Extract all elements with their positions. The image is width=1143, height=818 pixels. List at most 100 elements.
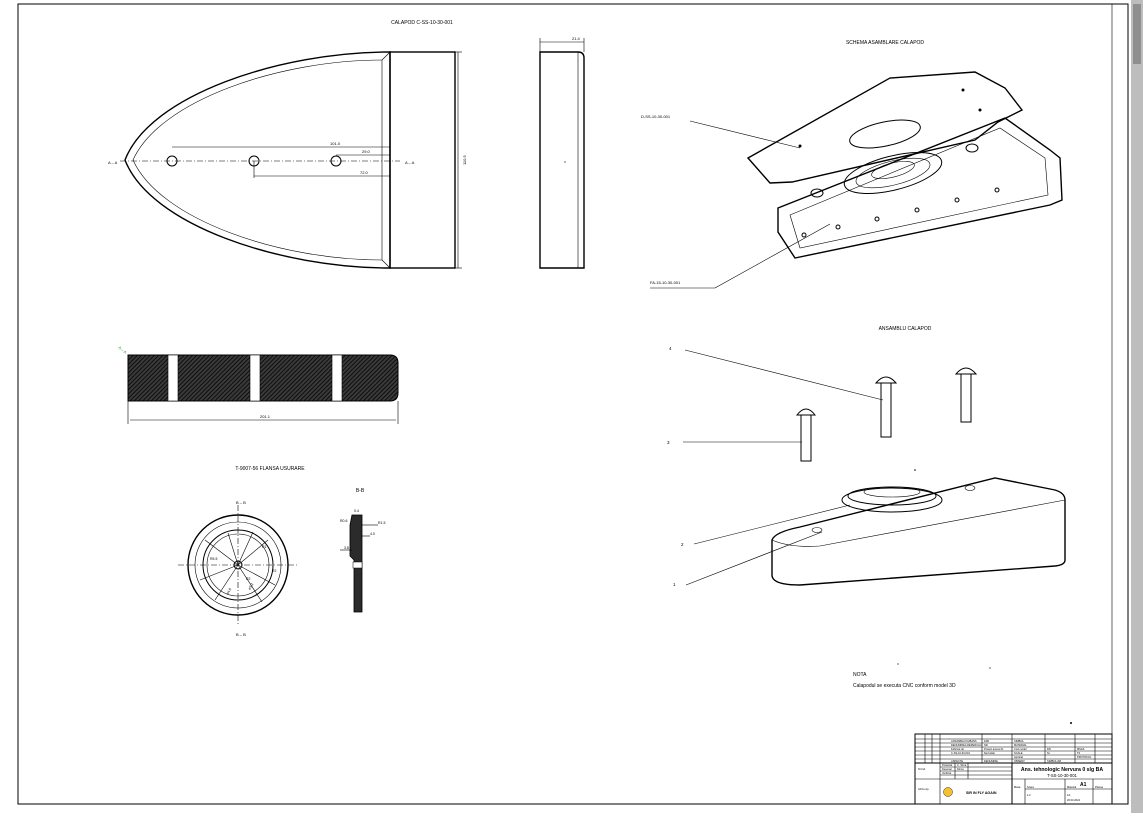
tb-r3-c2: C-SS-10-30-001 — [951, 751, 970, 755]
screw-3 — [954, 367, 978, 423]
tb-format: A1 — [1080, 782, 1087, 788]
tb-r3-c6: T6 — [1077, 751, 1081, 755]
dim-section-length: 201.1 — [260, 414, 271, 419]
tb-sig-role-2: Verificat — [942, 771, 952, 775]
front-view-hole-3 — [330, 155, 342, 167]
front-view-outer-profile — [124, 51, 391, 269]
tb-r4-c4: Aprobat — [1014, 755, 1023, 759]
front-view-block — [389, 51, 456, 269]
flange-section-bottom: B – B — [236, 632, 246, 637]
assembly-schema-title: SCHEMA ASAMBLARE CALAPOD — [846, 40, 924, 46]
tb-r2-c6: MSAS — [1077, 747, 1085, 751]
tb-material-label: Material — [1067, 785, 1077, 789]
schema-base-block — [777, 117, 1063, 259]
part-3-label: 3 — [667, 440, 670, 445]
front-view-hole-1 — [166, 155, 178, 167]
tb-nr-ind: Nr.Ind. — [918, 767, 926, 771]
section-hatched-body — [127, 354, 399, 402]
section-mark-side: A – A — [117, 345, 128, 355]
side-view-outline — [539, 51, 585, 269]
tb-r5-c5: SIMBOLURI — [1047, 759, 1062, 763]
side-view: 21.4 — [539, 36, 585, 269]
tb-r4-c6: PROTOKOL — [1077, 755, 1092, 759]
tb-sig-name-0: C. Sima — [957, 763, 967, 767]
assembly-base-block — [771, 477, 1066, 586]
flange-dim-4: ø4.8 — [225, 587, 232, 595]
tb-scale-value: 1:2 — [1027, 793, 1031, 797]
section-mark-left: A – A — [108, 160, 118, 165]
tb-r1-c4: MATERIAL — [1014, 743, 1027, 747]
screw-1 — [795, 408, 817, 462]
dim-29: 29.0 — [362, 149, 371, 154]
tb-r1-c2: DENUMIREA REPERULUI — [951, 743, 982, 747]
tb-arhiv: Arhiv.cop. — [918, 787, 930, 791]
title-block: ANSAMBLU/SUBANS FAB SIMBOL DENUMIREA REP… — [914, 733, 1113, 805]
scrollbar-thumb[interactable] — [1133, 4, 1141, 64]
section-b-dim-2: R0.6 — [340, 519, 347, 523]
tb-company: SIR IN FLY AGAIN — [966, 791, 997, 795]
note-text: Calapodul se executa CNC conform model 3… — [853, 683, 956, 689]
tb-r3-c3: Dezvoltat — [984, 751, 995, 755]
part-2-label: 2 — [681, 542, 684, 547]
flange-dim-2: R2 — [246, 577, 251, 581]
section-b-title: B-B — [356, 488, 365, 494]
front-view-title: CALAPOD C-SS-10-30-001 — [391, 20, 453, 26]
section-b-dim-4: 4.0 — [370, 532, 375, 536]
tb-mass-label: Masa — [1014, 785, 1021, 789]
section-b-dim-3: R1.5 — [378, 521, 385, 525]
tb-r2-c2: Fabricat de — [951, 747, 965, 751]
tb-sig-name-1: Dinca — [957, 767, 964, 771]
flange-dim-6: R2 — [272, 569, 277, 573]
tb-r0-c3: FAB — [984, 739, 989, 743]
assembly-title: ANSAMBLU CALAPOD — [879, 326, 932, 332]
part-1-label: 1 — [673, 582, 676, 587]
dim-height: 110.5 — [462, 155, 467, 165]
callout-fa: FA-15-10-30-001 — [650, 280, 681, 285]
tb-r2-c3: Proiect anexa 01 — [984, 747, 1004, 751]
section-b-dim-5: 3.8 — [344, 546, 349, 550]
flange-dim-3: ø3.2 — [247, 582, 254, 590]
tb-r5-c4: OBSERV — [1014, 759, 1025, 763]
tb-r1-c3: NR — [984, 743, 988, 747]
tb-sheet-label: Plansa — [1095, 785, 1103, 789]
tb-r0-c4: SIMBOL — [1014, 739, 1024, 743]
front-view: CALAPOD C-SS-10-30-001 101.0 29.0 72.0 A… — [108, 20, 467, 269]
tb-r3-c5: Nr. — [1047, 751, 1051, 755]
tb-r5-c2: ASPECTE — [951, 759, 963, 763]
callout-d-ss: D-SS-10-30-001 — [641, 114, 671, 119]
tb-scale-label: Scara — [1027, 785, 1034, 789]
tb-r2-c5: DN — [1047, 747, 1051, 751]
section-mark-right: A – A — [405, 160, 415, 165]
flange-dim-1: R1 — [262, 545, 267, 549]
note: NOTA Calapodul se executa CNC conform mo… — [853, 663, 1072, 724]
vertical-scrollbar[interactable] — [1131, 0, 1143, 813]
schema-top-plate — [746, 71, 1024, 184]
dim-72: 72.0 — [360, 170, 369, 175]
tb-r5-c3: DENUMIRE — [984, 759, 998, 763]
flange-section-top: B – B — [236, 500, 246, 505]
tb-sheet-value: 1/1 — [1067, 793, 1071, 797]
section-b-view: B-B 0.4 R0.6 R1.5 4.0 3.8 — [340, 488, 385, 613]
section-b-dim-1: 0.4 — [354, 509, 359, 513]
tb-r0-c2: ANSAMBLU/SUBANS — [951, 739, 977, 743]
section-view: 201.1 A – A — [117, 345, 399, 424]
tb-drawing-title: Ans. tehnologic Nervura 0 slg BA — [1021, 767, 1103, 773]
tb-sig-role-0: Proiectat — [942, 763, 953, 767]
company-logo-icon — [943, 787, 953, 797]
tb-drawing-code: T-SS-10-30-001 — [1047, 773, 1077, 778]
flange-dim-5: R5.5 — [210, 557, 217, 561]
flange-view: T-9007-56 FLANSA USURARE B – B B – B R1 … — [178, 466, 305, 637]
assembly-schema-view: SCHEMA ASAMBLARE CALAPOD D-SS-10-30-001 … — [641, 40, 1063, 289]
part-4-label: 4 — [669, 346, 672, 351]
note-title: NOTA — [853, 672, 867, 678]
screw-2 — [874, 376, 898, 438]
tb-date: 20.03.2024 — [1067, 798, 1081, 802]
dim-101: 101.0 — [330, 141, 341, 146]
tb-r3-c4: SCALE — [1014, 751, 1023, 755]
flange-title: T-9007-56 FLANSA USURARE — [235, 466, 305, 472]
assembly-view: ANSAMBLU CALAPOD 4 3 2 1 — [667, 326, 1066, 587]
tb-sig-role-1: Desenat — [942, 767, 952, 771]
sheet-border — [17, 3, 1129, 805]
